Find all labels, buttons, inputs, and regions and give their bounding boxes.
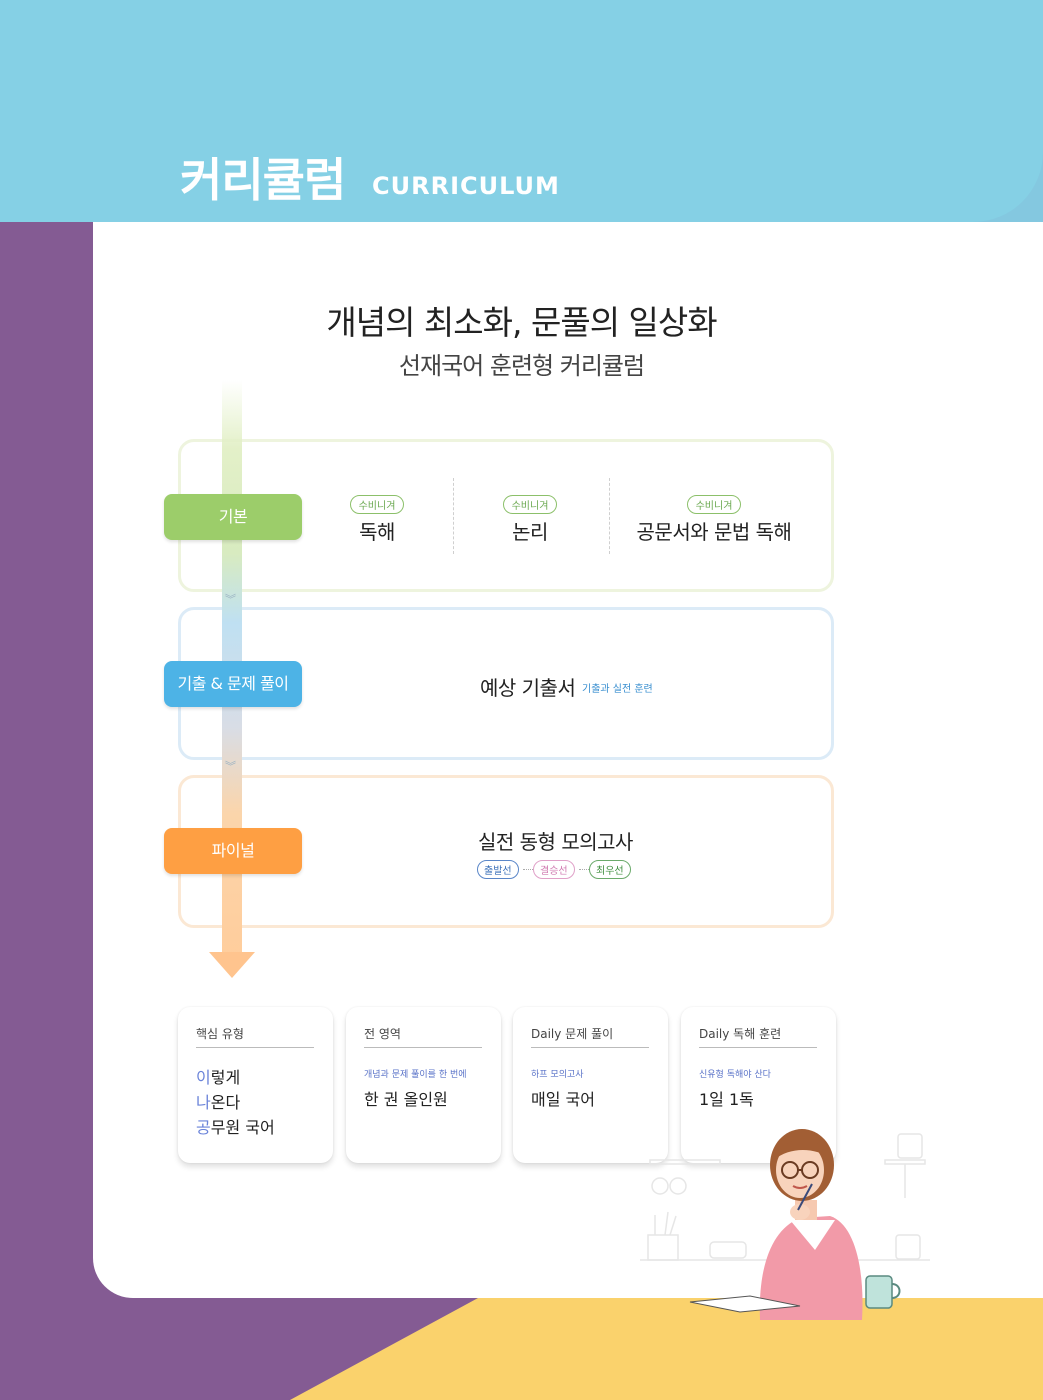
book-tag: 수비니겨 xyxy=(502,495,558,514)
card-line-text: 무원 국어 xyxy=(210,1118,275,1137)
stage-final-label: 파이널 xyxy=(164,828,302,874)
card-line-accent: 이 xyxy=(196,1068,211,1087)
card-line-accent: 나 xyxy=(196,1093,211,1112)
card-line-text: 온다 xyxy=(210,1093,241,1112)
practice-book-title: 예상 기출서 xyxy=(480,676,576,700)
card-line-accent: 공 xyxy=(196,1118,211,1137)
header-subtitle: CURRICULUM xyxy=(372,172,560,200)
card-daily-reading: Daily 독해 훈련 신유형 독해야 산다 1일 1독 xyxy=(681,1007,836,1163)
card-all-in-one: 전 영역 개념과 문제 풀이를 한 번에 한 권 올인원 xyxy=(346,1007,501,1163)
card-heading: 전 영역 xyxy=(364,1025,482,1048)
header-title: 커리큘럼 xyxy=(180,153,346,207)
book-tag: 수비니겨 xyxy=(686,495,742,514)
card-lines: 이렇게 나온다 공무원 국어 xyxy=(196,1065,275,1140)
book-tag: 수비니겨 xyxy=(349,495,405,514)
tier-badge-start: 출발선 xyxy=(477,860,519,879)
arrow-down-icon xyxy=(209,952,255,978)
card-title: 한 권 올인원 xyxy=(364,1090,448,1109)
chevron-down-icon: ︾ xyxy=(225,593,236,606)
card-title: 1일 1독 xyxy=(699,1090,754,1109)
yellow-background xyxy=(290,1298,1043,1400)
yellow-wedge xyxy=(290,1298,1043,1400)
header-band xyxy=(0,0,1043,222)
book-title: 논리 xyxy=(512,520,548,544)
chevron-down-icon: ︾ xyxy=(225,760,236,773)
card-line: 공무원 국어 xyxy=(196,1115,275,1140)
card-line-text: 렇게 xyxy=(210,1068,241,1087)
tier-connector xyxy=(579,869,589,870)
basic-item-documents: 수비니겨 공문서와 문법 독해 xyxy=(630,494,798,545)
book-title: 공문서와 문법 독해 xyxy=(636,520,792,544)
tier-badge-finish: 결승선 xyxy=(533,860,575,879)
divider xyxy=(609,478,610,554)
stage-final-frame xyxy=(178,775,834,928)
card-heading: Daily 독해 훈련 xyxy=(699,1025,817,1048)
card-heading: 핵심 유형 xyxy=(196,1025,314,1048)
card-caption: 신유형 독해야 산다 xyxy=(699,1070,771,1080)
card-line: 나온다 xyxy=(196,1090,275,1115)
card-title: 매일 국어 xyxy=(531,1090,595,1109)
main-title: 개념의 최소화, 문풀의 일상화 xyxy=(326,303,717,342)
main-subtitle: 선재국어 훈련형 커리큘럼 xyxy=(398,352,645,380)
tier-connector xyxy=(523,869,533,870)
card-caption: 하프 모의고사 xyxy=(531,1070,584,1080)
card-core-types: 핵심 유형 이렇게 나온다 공무원 국어 xyxy=(178,1007,333,1163)
stage-practice-label: 기출 & 문제 풀이 xyxy=(164,661,302,707)
final-book-title: 실전 동형 모의고사 xyxy=(478,830,633,854)
card-caption: 개념과 문제 풀이를 한 번에 xyxy=(364,1070,467,1080)
basic-item-reading: 수비니겨 독해 xyxy=(327,494,427,545)
divider xyxy=(453,478,454,554)
teacher-illustration xyxy=(640,1129,930,1320)
practice-book-subtitle: 기출과 실전 훈련 xyxy=(582,684,653,695)
card-daily-problems: Daily 문제 풀이 하프 모의고사 매일 국어 xyxy=(513,1007,668,1163)
book-title: 독해 xyxy=(359,520,395,544)
tier-badge-top: 최우선 xyxy=(589,860,631,879)
stage-basic-label: 기본 xyxy=(164,494,302,540)
card-line: 이렇게 xyxy=(196,1065,275,1090)
card-heading: Daily 문제 풀이 xyxy=(531,1025,649,1048)
basic-item-logic: 수비니겨 논리 xyxy=(480,494,580,545)
